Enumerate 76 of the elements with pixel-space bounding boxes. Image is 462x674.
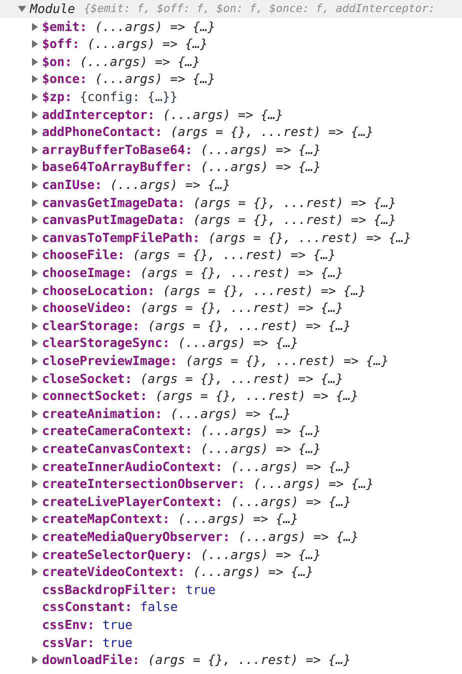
property-value: (...args) => {…} [178,334,298,352]
property-value: (args = {}, ...rest) => {…} [148,651,351,669]
property-value: (...args) => {…} [162,106,284,124]
property-value: (args = {}, ...rest) => {…} [162,282,366,300]
property-value: (...args) => {…} [80,52,200,70]
property-name: $off: [42,35,80,53]
property-name: $zp: [42,88,72,106]
property-name: canvasGetImageData: [42,194,185,212]
property-value: (...args) => {…} [253,475,374,493]
property-name: closePreviewImage: [42,352,178,370]
property-name: cssBackdropFilter: [42,580,178,598]
property-name: createAnimation: [42,404,162,422]
property-value: (...args) => {…} [230,492,352,510]
property-value: (...args) => {…} [200,440,321,458]
property-name: $emit: [42,18,88,36]
property-name: canIUse: [42,176,102,194]
property-value: (args = {}, ...rest) => {…} [208,228,412,246]
property-value: (args = {}, ...rest) => {…} [140,370,344,388]
property-name: chooseImage: [42,264,132,282]
property-name: canvasToTempFilePath: [42,228,200,246]
property-value: (...args) => {…} [238,528,359,546]
property-value: (args = {}, ...rest) => {…} [155,387,358,405]
property-name: createIntersectionObserver: [42,475,246,493]
property-value: true [102,616,132,634]
property-name: chooseLocation: [42,282,155,300]
object-preview: {$emit: f, $off: f, $on: f, $once: f, addInterceptor: [84,1,435,17]
property-name: createVideoContext: [42,563,185,581]
property-value: (...args) => {…} [94,70,216,88]
property-name: $on: [42,52,72,70]
property-name: canvasPutImageData: [42,211,185,229]
property-name: createLivePlayerContext: [42,492,223,510]
property-name: arrayBufferToBase64: [42,140,193,158]
property-name: createSelectorQuery: [42,546,193,564]
property-value: (args = {}, ...rest) => {…} [132,246,336,264]
property-value: (args = {}, ...rest) => {…} [148,316,351,334]
property-name: createCanvasContext: [42,440,193,458]
property-name: cssConstant: [42,598,132,616]
property-name: connectSocket: [42,387,148,405]
property-name: clearStorageSync: [42,334,170,352]
property-value: (args = {}, ...rest) => {…} [185,352,389,370]
property-value: (...args) => {…} [94,18,216,36]
property-name: addInterceptor: [42,106,155,124]
property-value: (...args) => {…} [200,140,321,158]
property-value: false [140,598,178,616]
property-value: (args = {}, ...rest) => {…} [140,299,344,317]
property-name: chooseFile: [42,246,125,264]
property-name: addPhoneContact: [42,123,162,141]
property-value: {config: {…}} [80,88,178,106]
property-value: (...args) => {…} [200,422,321,440]
property-name: chooseVideo: [42,299,132,317]
property-value: (...args) => {…} [87,35,208,53]
property-name: base64ToArrayBuffer: [42,158,193,176]
property-name: createMediaQueryObserver: [42,528,230,546]
object-type: Module [30,0,76,18]
property-name: createCameraContext: [42,422,193,440]
property-name: clearStorage: [42,316,140,334]
property-value: (...args) => {…} [193,563,314,581]
property-value: (...args) => {…} [200,546,321,564]
property-name: $once: [42,70,88,88]
property-value: (...args) => {…} [110,176,230,194]
property-value: (args = {}, ...rest) => {…} [170,123,374,141]
property-value: true [185,580,216,598]
property-value: (...args) => {…} [230,458,352,476]
property-name: createInnerAudioContext: [42,458,223,476]
property-name: downloadFile: [42,651,140,669]
property-value: true [102,634,132,652]
property-value: (args = {}, ...rest) => {…} [193,211,396,229]
property-value: (...args) => {…} [200,158,321,176]
property-value: (args = {}, ...rest) => {…} [140,264,344,282]
property-name: closeSocket: [42,370,132,388]
property-value: (...args) => {…} [170,404,291,422]
property-name: cssVar: [42,634,95,652]
property-value: (...args) => {…} [178,510,298,528]
property-name: cssEnv: [42,616,95,634]
property-name: createMapContext: [42,510,170,528]
property-value: (args = {}, ...rest) => {…} [193,194,396,212]
